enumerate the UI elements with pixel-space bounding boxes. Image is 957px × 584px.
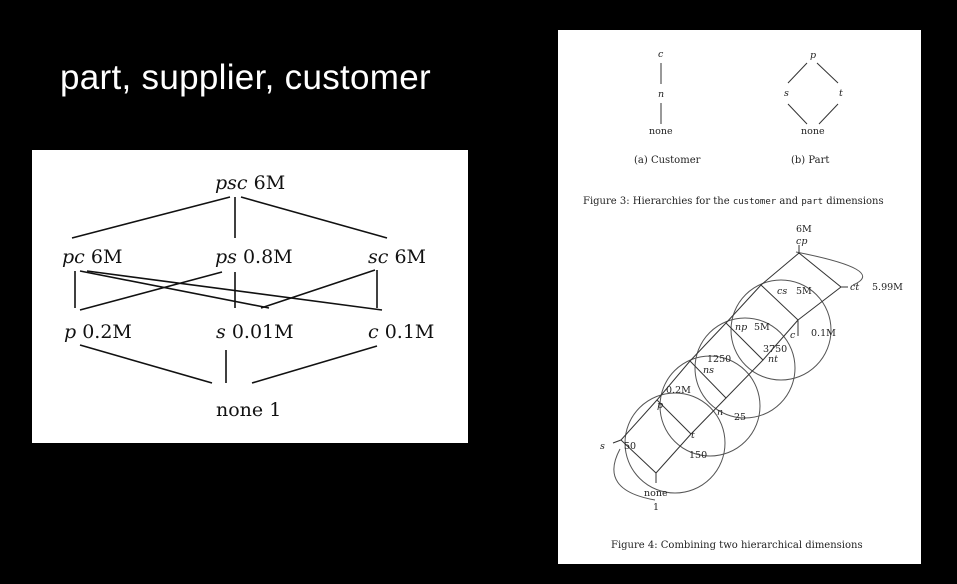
node-c: c 0.1M: [368, 321, 434, 343]
svg-text:s: s: [600, 441, 605, 452]
svg-text:0.2M: 0.2M: [666, 385, 691, 396]
node-s: s 0.01M: [216, 321, 294, 343]
svg-text:nt: nt: [768, 354, 778, 365]
caption-part: (b) Part: [791, 155, 829, 166]
node-none: none 1: [216, 399, 281, 421]
svg-text:t: t: [839, 88, 843, 99]
svg-text:150: 150: [689, 450, 707, 461]
svg-text:ct: ct: [850, 282, 859, 293]
svg-text:n: n: [717, 407, 723, 418]
svg-text:c: c: [790, 330, 796, 341]
svg-text:n: n: [658, 89, 664, 100]
caption-customer: (a) Customer: [634, 155, 701, 166]
svg-text:0.1M: 0.1M: [811, 328, 836, 339]
node-pc: pc 6M: [62, 246, 122, 268]
svg-text:25: 25: [734, 412, 746, 423]
svg-text:5M: 5M: [796, 286, 812, 297]
svg-text:c: c: [658, 49, 664, 60]
svg-text:none: none: [801, 126, 825, 137]
svg-text:s: s: [784, 88, 789, 99]
node-psc: psc 6M: [215, 172, 285, 194]
svg-text:cs: cs: [777, 286, 787, 297]
paper-svg: c n none (a) Customer p s t none (b) Par…: [583, 49, 903, 551]
svg-text:p: p: [657, 400, 663, 411]
svg-text:none: none: [644, 488, 668, 499]
lattice-diagram: psc 6M pc 6M ps 0.8M sc 6M p 0.2M s 0.01…: [32, 150, 468, 443]
customer-hierarchy: c n none (a) Customer: [634, 49, 701, 166]
slide-title: part, supplier, customer: [60, 58, 431, 97]
part-hierarchy: p s t none (b) Part: [784, 50, 843, 166]
svg-text:np: np: [735, 322, 747, 333]
figure-3-caption: Figure 3: Hierarchies for the customer a…: [583, 196, 884, 207]
node-sc: sc 6M: [368, 246, 426, 268]
svg-text:1250: 1250: [707, 354, 731, 365]
svg-text:3750: 3750: [763, 344, 787, 355]
svg-text:5M: 5M: [754, 322, 770, 333]
svg-text:ns: ns: [703, 365, 714, 376]
svg-text:cp: cp: [796, 236, 807, 247]
lattice-edges: [71, 196, 388, 384]
node-ps: ps 0.8M: [215, 246, 293, 268]
svg-text:5.99M: 5.99M: [872, 282, 903, 293]
paper-excerpt: c n none (a) Customer p s t none (b) Par…: [558, 30, 921, 564]
svg-text:6M: 6M: [796, 224, 812, 235]
figure-4-caption: Figure 4: Combining two hierarchical dim…: [611, 540, 863, 551]
combined-diagram: 6M cp cs 5M ct 5.99M np 5M c 0.1M 1250 n…: [600, 224, 903, 513]
lattice-svg: psc 6M pc 6M ps 0.8M sc 6M p 0.2M s 0.01…: [62, 172, 434, 421]
svg-text:t: t: [691, 430, 695, 441]
node-p: p 0.2M: [64, 321, 132, 343]
svg-text:p: p: [810, 50, 816, 61]
svg-text:1: 1: [653, 502, 659, 513]
svg-text:50: 50: [624, 441, 636, 452]
svg-text:none: none: [649, 126, 673, 137]
